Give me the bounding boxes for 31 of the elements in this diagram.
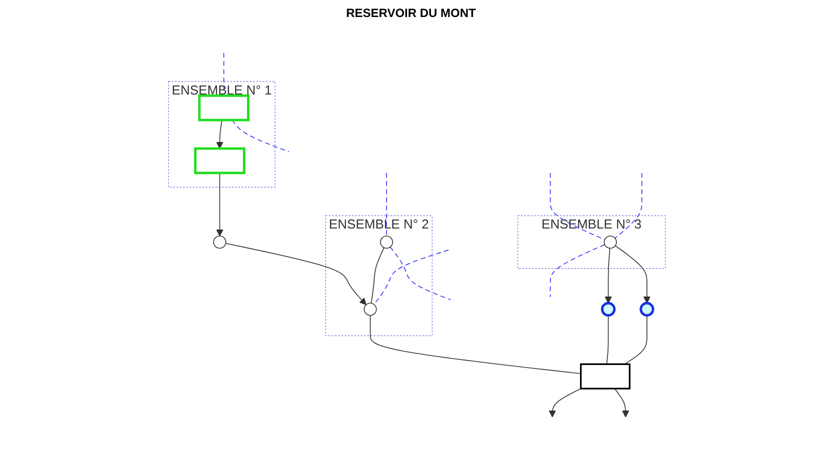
connector bbox=[606, 314, 608, 365]
node-circle bbox=[639, 302, 654, 317]
cluster: ENSEMBLE N° 2 bbox=[324, 215, 432, 336]
node-circle bbox=[603, 236, 616, 249]
node-circle bbox=[600, 302, 616, 317]
arrow bbox=[216, 172, 223, 236]
arrow bbox=[614, 245, 650, 304]
arrow bbox=[614, 388, 629, 418]
node-circle bbox=[363, 302, 376, 316]
arrow bbox=[216, 120, 223, 149]
connector bbox=[231, 120, 289, 152]
node-circle bbox=[212, 236, 226, 249]
connector bbox=[373, 250, 449, 305]
connector bbox=[550, 244, 605, 298]
connector bbox=[369, 314, 581, 374]
node-box bbox=[198, 94, 250, 122]
connector bbox=[386, 172, 387, 236]
cluster: ENSEMBLE N° 1 bbox=[168, 81, 276, 188]
connector bbox=[223, 52, 224, 96]
connector bbox=[614, 172, 642, 239]
note-text: RESERVOIR DU MONT bbox=[346, 6, 476, 20]
cluster: ENSEMBLE N° 3 bbox=[516, 215, 666, 269]
arrow bbox=[548, 388, 581, 418]
node-box bbox=[194, 147, 245, 174]
node-circle bbox=[380, 236, 393, 249]
connector bbox=[389, 246, 451, 300]
connector bbox=[624, 314, 647, 365]
arrow bbox=[224, 242, 366, 306]
connector bbox=[370, 247, 384, 304]
node-box bbox=[580, 363, 630, 390]
arrow bbox=[604, 248, 612, 304]
